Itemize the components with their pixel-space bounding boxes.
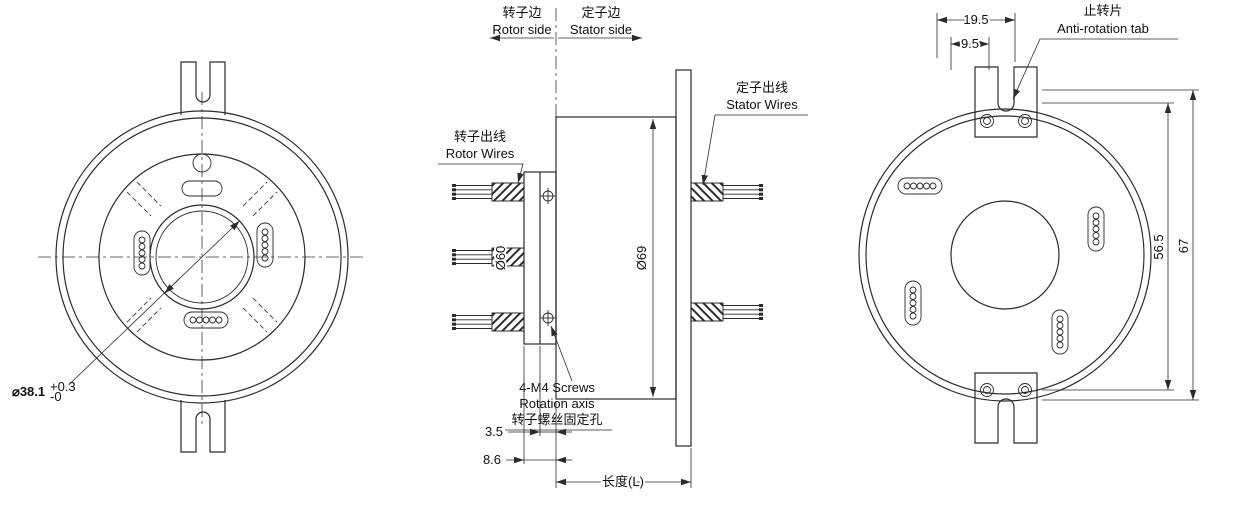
tab-screw-hole [1018, 383, 1032, 397]
stator-wire-bundle [691, 303, 763, 321]
rotor-side-cn: 转子边 [502, 5, 541, 20]
dim-19-5: 19.5 [963, 12, 988, 27]
rear-view: 19.5 9.5 止转片 Anti-rotation tab 56.5 67 [858, 3, 1199, 444]
stator-wire-bundle [691, 183, 763, 201]
bore-circle [950, 200, 1060, 310]
tab-label-cn: 止转片 [1083, 3, 1122, 18]
anti-rotation-tab-bottom [974, 372, 1038, 444]
stator-flange [675, 69, 692, 447]
anti-rotation-tab-bottom [180, 400, 226, 453]
hidden-key-mark [242, 181, 278, 217]
dim-67: 67 [1176, 239, 1191, 253]
rotor-side-en: Rotor side [492, 22, 551, 37]
stator-diameter-label: Ø69 [634, 246, 649, 271]
rotor-diameter-label: Ø60 [493, 246, 508, 271]
outer-circle [858, 108, 1152, 402]
dim-length: 长度(L) [602, 474, 644, 489]
rotor-wires-cn: 转子出线 [454, 129, 506, 144]
stator-side-callout: 定子边 Stator side [558, 5, 642, 42]
height-dimensions: 56.5 67 [1042, 89, 1199, 401]
rotor-side-callout: 转子边 Rotor side [490, 5, 554, 42]
anti-rotation-tab-top [974, 66, 1038, 138]
tab-label-en: Anti-rotation tab [1057, 21, 1149, 36]
bore-tol-plus: +0.3 [50, 379, 76, 394]
bottom-dimensions: 3.5 8.6 长度(L) [483, 346, 692, 491]
rim-circle [865, 115, 1145, 395]
wire-slot [1051, 309, 1069, 355]
stator-side-cn: 定子边 [581, 5, 620, 20]
hidden-key-mark [126, 181, 162, 217]
dim-56-5: 56.5 [1151, 234, 1166, 259]
rotor-wire-bundle [451, 312, 525, 332]
bore-dim-label: ⌀38.1 [12, 384, 45, 399]
bore-dimension: ⌀38.1 +0.3 -0 [12, 220, 240, 404]
tab-width-dimensions: 19.5 9.5 [936, 10, 1016, 70]
m4-screw-hole [539, 309, 557, 327]
stator-wires-en: Stator Wires [726, 97, 798, 112]
stator-housing [555, 116, 677, 400]
wire-slot [133, 230, 151, 276]
front-view: ⌀38.1 +0.3 -0 [12, 61, 367, 453]
outer-circle [55, 110, 349, 404]
dim-9-5: 9.5 [961, 36, 979, 51]
wire-slot [904, 280, 922, 326]
hidden-key-mark [126, 297, 162, 333]
rotor-wires-label: 转子出线 Rotor Wires [438, 129, 524, 184]
dim-3-5: 3.5 [485, 424, 503, 439]
dim-8-6: 8.6 [483, 452, 501, 467]
wire-slot [256, 222, 274, 268]
stator-side-en: Stator side [570, 22, 632, 37]
rotor-wire-bundle [451, 182, 525, 202]
m4-screw-hole [539, 187, 557, 205]
stator-wires-label: 定子出线 Stator Wires [701, 80, 808, 186]
bore-inner-circle [155, 210, 249, 304]
wire-slot [898, 178, 942, 194]
top-hole [192, 153, 212, 173]
wire-slot [1087, 206, 1105, 252]
screws-line2: Rotation axis [519, 396, 595, 411]
anti-rotation-tab-callout: 止转片 Anti-rotation tab [1012, 3, 1178, 100]
tab-screw-hole [1018, 114, 1032, 128]
tab-screw-hole [980, 114, 994, 128]
screws-callout: 4-M4 Screws Rotation axis 转子螺丝固定孔 [505, 325, 612, 431]
tab-screw-hole [980, 383, 994, 397]
screws-line1: 4-M4 Screws [519, 380, 595, 395]
anti-rotation-tab-top [180, 61, 226, 115]
rotor-wire-bundle [451, 247, 525, 267]
stator-wires-cn: 定子出线 [736, 80, 788, 95]
wire-slot [184, 312, 228, 328]
rim-circle [62, 117, 342, 397]
hidden-key-mark [242, 297, 278, 333]
screws-line3: 转子螺丝固定孔 [511, 412, 602, 427]
rotor-wires-en: Rotor Wires [446, 146, 515, 161]
top-slot [181, 180, 223, 197]
side-view: 转子边 Rotor side 定子边 Stator side 转子出线 Roto… [438, 5, 808, 491]
bore-tol-minus: -0 [50, 389, 62, 404]
